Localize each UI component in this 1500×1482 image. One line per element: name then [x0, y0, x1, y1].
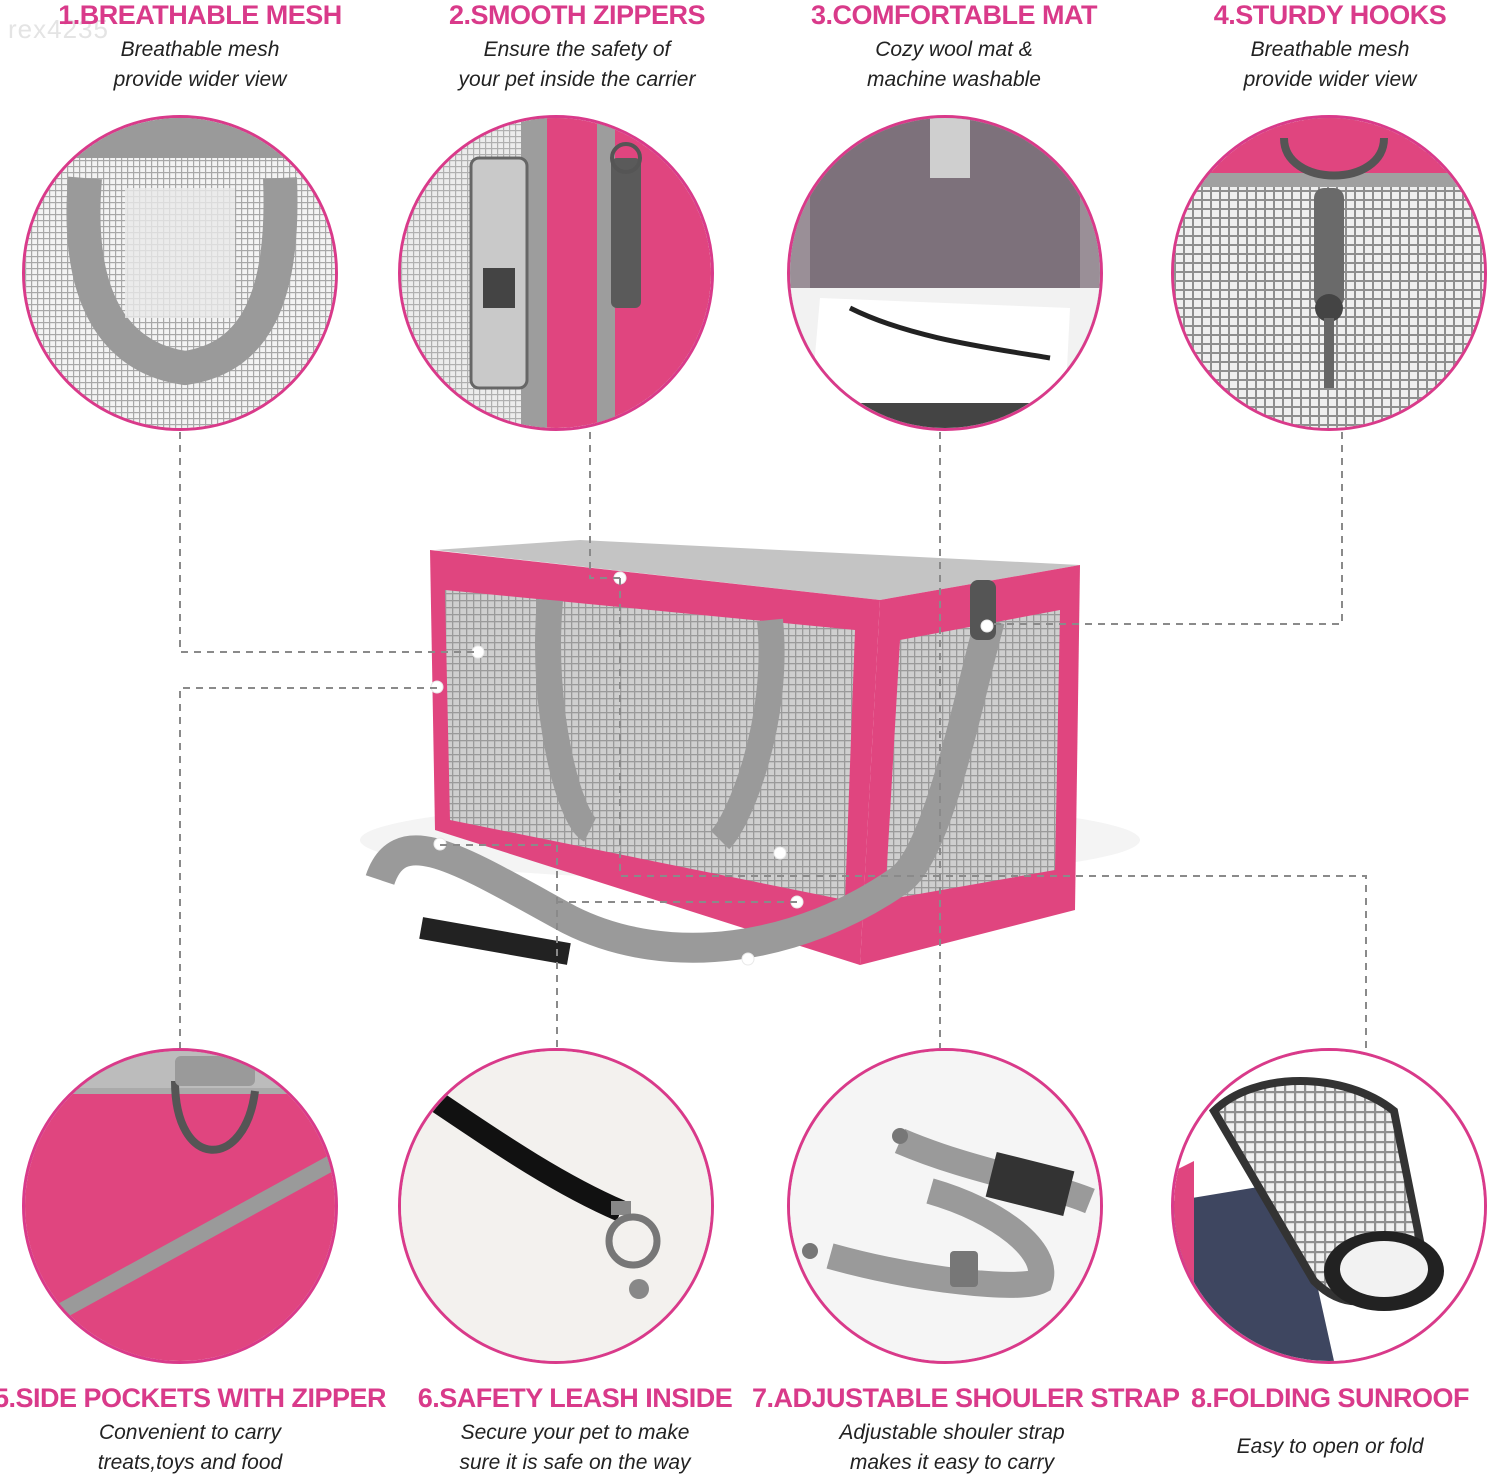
folding-sunroof-closeup: [1171, 1048, 1487, 1364]
feature-1: 1.BREATHABLE MESH Breathable mesh provid…: [10, 0, 390, 95]
feature-3-desc-line2: machine washable: [867, 68, 1041, 91]
feature-6-desc-line2: sure it is safe on the way: [459, 1451, 691, 1474]
feature-5-desc-line2: treats,toys and food: [97, 1451, 283, 1474]
feature-8: 8.FOLDING SUNROOF Easy to open or fold: [1140, 1383, 1500, 1462]
pet-carrier-main-image: [340, 530, 1160, 1000]
breathable-mesh-closeup: [22, 115, 338, 431]
feature-2-desc-line2: your pet inside the carrier: [458, 68, 696, 91]
feature-5: 5.SIDE POCKETS WITH ZIPPER Convenient to…: [0, 1383, 390, 1478]
feature-5-title: 5.SIDE POCKETS WITH ZIPPER: [0, 1383, 387, 1413]
feature-1-title: 1.BREATHABLE MESH: [58, 0, 342, 30]
feature-1-desc-line1: Breathable mesh: [120, 38, 280, 61]
feature-7-desc-line2: makes it easy to carry: [849, 1451, 1055, 1474]
feature-5-desc-line1: Convenient to carry: [98, 1421, 282, 1444]
feature-4-desc-line2: provide wider view: [1243, 68, 1417, 91]
feature-8-desc-line1: Easy to open or fold: [1236, 1435, 1424, 1458]
feature-3: 3.COMFORTABLE MAT Cozy wool mat & machin…: [764, 0, 1144, 95]
feature-4-desc-line1: Breathable mesh: [1250, 38, 1410, 61]
feature-6-desc-line1: Secure your pet to make: [460, 1421, 690, 1444]
smooth-zippers-closeup: [398, 115, 714, 431]
strap-image: [790, 1051, 1100, 1361]
feature-3-title: 3.COMFORTABLE MAT: [811, 0, 1097, 30]
pocket-image: [25, 1051, 335, 1361]
feature-1-desc-line2: provide wider view: [113, 68, 287, 91]
feature-4: 4.STURDY HOOKS Breathable mesh provide w…: [1140, 0, 1500, 95]
zipper-image: [401, 118, 711, 428]
feature-3-desc-line1: Cozy wool mat &: [875, 38, 1033, 61]
feature-7-title: 7.ADJUSTABLE SHOULER STRAP: [752, 1383, 1180, 1413]
feature-2-desc-line1: Ensure the safety of: [483, 38, 671, 61]
feature-7-desc-line1: Adjustable shouler strap: [839, 1421, 1065, 1444]
watermark-text: rex4235: [8, 14, 109, 44]
feature-4-title: 4.STURDY HOOKS: [1213, 0, 1447, 30]
feature-6: 6.SAFETY LEASH INSIDE Secure your pet to…: [385, 1383, 765, 1478]
safety-leash-closeup: [398, 1048, 714, 1364]
side-pockets-closeup: [22, 1048, 338, 1364]
feature-8-title: 8.FOLDING SUNROOF: [1190, 1383, 1470, 1413]
shoulder-strap-closeup: [787, 1048, 1103, 1364]
carrier-illustration: [360, 540, 1140, 966]
feature-2: 2.SMOOTH ZIPPERS Ensure the safety of yo…: [387, 0, 767, 95]
feature-6-title: 6.SAFETY LEASH INSIDE: [417, 1383, 733, 1413]
sunroof-image: [1174, 1051, 1484, 1361]
leash-image: [401, 1051, 711, 1361]
feature-2-title: 2.SMOOTH ZIPPERS: [448, 0, 706, 30]
feature-7: 7.ADJUSTABLE SHOULER STRAP Adjustable sh…: [752, 1383, 1180, 1478]
sturdy-hooks-closeup: [1171, 115, 1487, 431]
